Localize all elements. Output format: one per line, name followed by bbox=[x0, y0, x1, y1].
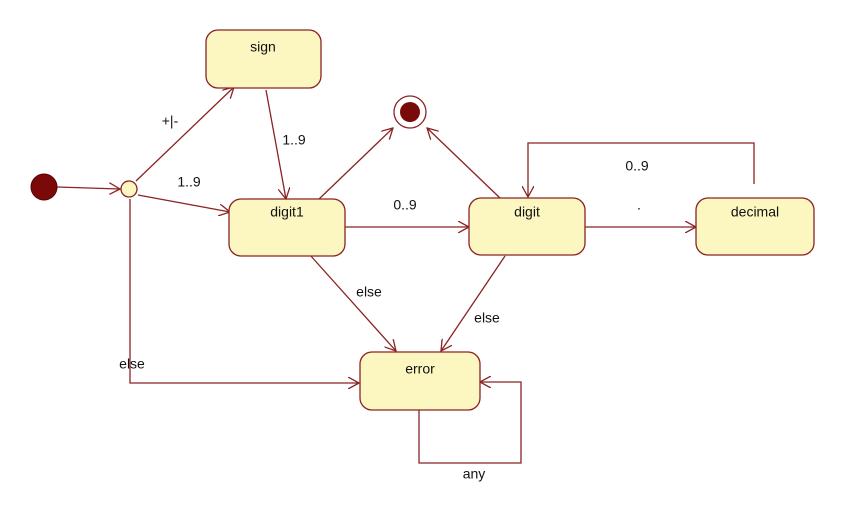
label-choice-to-digit1: 1..9 bbox=[177, 174, 201, 190]
state-error-label: error bbox=[405, 361, 435, 377]
label-error-self: any bbox=[463, 466, 486, 482]
state-decimal[interactable]: decimal bbox=[695, 197, 815, 256]
label-sign-to-digit1: 1..9 bbox=[282, 132, 306, 148]
label-digit1-to-digit: 0..9 bbox=[393, 197, 417, 213]
label-decimal-to-digit: 0..9 bbox=[625, 158, 649, 174]
state-sign-label: sign bbox=[250, 39, 276, 55]
state-digit-label: digit bbox=[514, 204, 540, 220]
state-decimal-label: decimal bbox=[731, 204, 779, 220]
choice-node bbox=[120, 180, 138, 198]
edge-digit-to-error bbox=[441, 255, 506, 351]
state-digit1[interactable]: digit1 bbox=[228, 198, 346, 257]
initial-node bbox=[30, 173, 58, 201]
state-sign[interactable]: sign bbox=[205, 29, 322, 89]
label-choice-to-sign: +|- bbox=[162, 113, 179, 129]
edge-decimal-to-digit bbox=[528, 142, 755, 197]
edge-error-self-loop bbox=[418, 382, 522, 464]
label-choice-to-error: else bbox=[119, 356, 145, 372]
state-digit[interactable]: digit bbox=[468, 197, 586, 256]
edge-choice-to-error bbox=[129, 199, 359, 383]
edge-digit1-to-final bbox=[317, 128, 393, 201]
edge-sign-to-digit1 bbox=[265, 89, 286, 199]
label-digit-to-error: else bbox=[474, 310, 500, 326]
edge-choice-to-sign bbox=[135, 87, 234, 182]
state-digit1-label: digit1 bbox=[270, 204, 304, 220]
edge-digit1-to-error bbox=[309, 254, 396, 351]
edge-initial-to-choice bbox=[56, 187, 120, 189]
state-error[interactable]: error bbox=[359, 351, 481, 411]
final-node bbox=[393, 95, 427, 129]
label-digit-to-decimal: . bbox=[637, 197, 641, 213]
label-digit1-to-error: else bbox=[356, 284, 382, 300]
edge-choice-to-digit1 bbox=[137, 194, 230, 212]
edge-digit-to-final bbox=[427, 128, 501, 199]
